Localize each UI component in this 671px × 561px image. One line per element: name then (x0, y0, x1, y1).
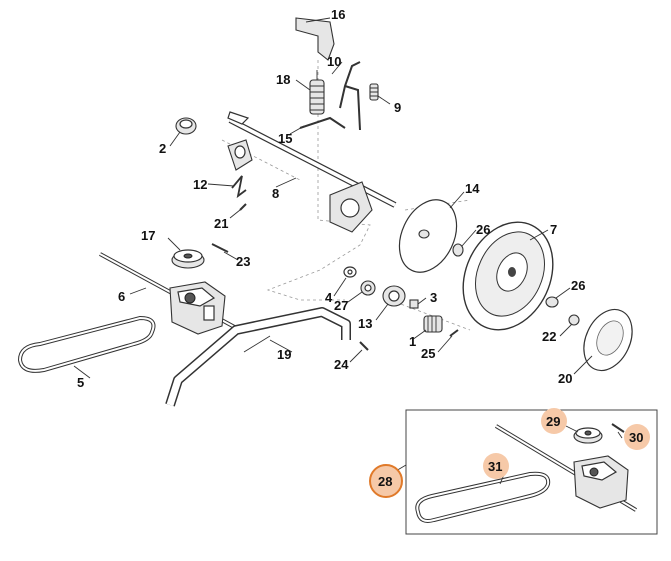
part-26-washer-lower[interactable] (545, 296, 559, 308)
part-labels: 1 2 3 4 5 6 7 8 9 10 12 13 14 15 16 17 1… (77, 7, 643, 489)
part-23-pin[interactable] (211, 243, 229, 253)
inset-pin-30[interactable] (611, 423, 625, 433)
label-3[interactable]: 3 (430, 290, 437, 305)
part-10-lever-wire[interactable] (339, 61, 361, 131)
label-10[interactable]: 10 (327, 54, 341, 69)
label-23[interactable]: 23 (236, 254, 250, 269)
part-5-v-belt[interactable] (17, 315, 156, 373)
part-8-axle[interactable] (227, 111, 397, 233)
gearbox-main[interactable] (169, 281, 226, 335)
label-6[interactable]: 6 (118, 289, 125, 304)
label-17[interactable]: 17 (141, 228, 155, 243)
label-16[interactable]: 16 (331, 7, 345, 22)
label-30[interactable]: 30 (629, 430, 643, 445)
part-19-frame[interactable] (165, 307, 351, 407)
label-26-upper[interactable]: 26 (476, 222, 490, 237)
label-1[interactable]: 1 (409, 334, 416, 349)
label-31[interactable]: 31 (488, 459, 502, 474)
label-7[interactable]: 7 (550, 222, 557, 237)
label-24[interactable]: 24 (334, 357, 349, 372)
label-14[interactable]: 14 (465, 181, 480, 196)
part-15-rod[interactable] (299, 116, 346, 129)
part-17-pulley[interactable] (171, 249, 205, 269)
part-14-disc[interactable] (388, 191, 467, 282)
highlight-29 (541, 408, 567, 434)
label-18[interactable]: 18 (276, 72, 290, 87)
part-2-bushing[interactable] (175, 117, 197, 135)
part-22-nut[interactable] (568, 314, 580, 326)
label-8[interactable]: 8 (272, 186, 279, 201)
part-1-pinion[interactable] (423, 315, 443, 333)
label-25[interactable]: 25 (421, 346, 435, 361)
label-26-lower[interactable]: 26 (571, 278, 585, 293)
highlight-31 (483, 453, 509, 479)
highlight-28 (369, 464, 403, 498)
part-3-key[interactable] (409, 299, 419, 309)
highlight-30 (624, 424, 650, 450)
label-29[interactable]: 29 (546, 414, 560, 429)
part-13-hub[interactable] (382, 285, 406, 307)
leader-lines (73, 61, 623, 485)
part-18-spring[interactable] (309, 70, 325, 115)
inset-belt-31[interactable] (415, 471, 551, 523)
label-22[interactable]: 22 (542, 329, 556, 344)
part-12-wire-clip[interactable] (231, 175, 247, 199)
label-15[interactable]: 15 (278, 131, 292, 146)
label-13[interactable]: 13 (358, 316, 372, 331)
label-2[interactable]: 2 (159, 141, 166, 156)
label-28[interactable]: 28 (378, 474, 392, 489)
part-27-bearing[interactable] (360, 280, 376, 296)
inset-gearbox[interactable] (573, 455, 629, 509)
part-16-bracket[interactable] (295, 17, 335, 61)
inset-pulley-29[interactable] (573, 427, 603, 444)
label-4[interactable]: 4 (325, 290, 333, 305)
label-27[interactable]: 27 (334, 298, 348, 313)
label-19[interactable]: 19 (277, 347, 291, 362)
part-7-wheel[interactable] (446, 207, 569, 344)
part-4-washer[interactable] (343, 266, 357, 278)
label-5[interactable]: 5 (77, 375, 84, 390)
part-24-pin[interactable] (359, 341, 369, 351)
label-9[interactable]: 9 (394, 100, 401, 115)
part-9-spring[interactable] (369, 83, 379, 101)
label-21[interactable]: 21 (214, 216, 228, 231)
part-21-screw[interactable] (239, 203, 247, 211)
part-20-wheel-cover[interactable] (575, 302, 642, 379)
label-12[interactable]: 12 (193, 177, 207, 192)
part-26-washer-upper[interactable] (452, 243, 464, 257)
part-25-screw[interactable] (449, 329, 459, 337)
label-20[interactable]: 20 (558, 371, 572, 386)
